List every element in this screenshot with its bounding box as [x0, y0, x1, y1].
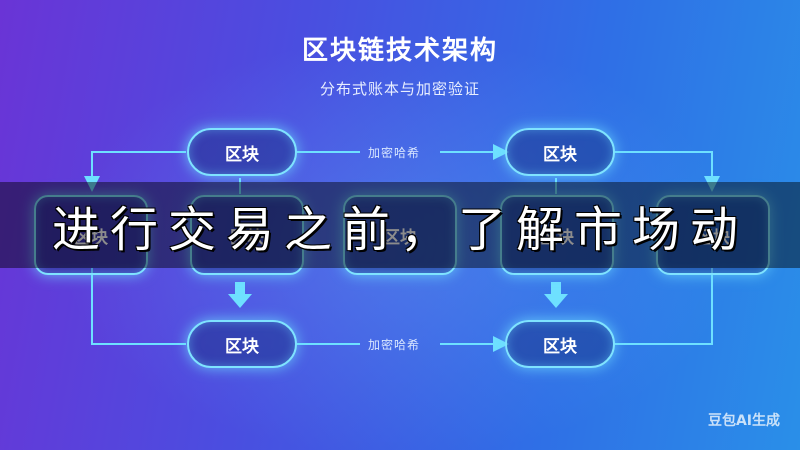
watermark-text: 豆包AI生成 [707, 413, 780, 429]
edge-label-bottom: 加密哈希 [368, 338, 421, 352]
arrow-right-head [544, 294, 568, 308]
block-node-mid-4: 区块 [500, 195, 614, 275]
diagram-title: 区块链技术架构 [301, 36, 498, 66]
arrow-left-head [228, 294, 252, 308]
block-node-mid-1: 区块 [34, 195, 148, 275]
edge-label-top: 加密哈希 [368, 146, 421, 160]
block-node-top-left: 区块 [187, 128, 297, 176]
block-node-mid-3: 区块 [343, 195, 457, 275]
caption-text: 进行交易之前，了解市场动 [51, 202, 748, 258]
arrow-left-stem [235, 282, 245, 296]
arrow-right-stem [551, 282, 561, 296]
edge-left-loop-bottom [91, 268, 186, 345]
block-node-bottom-left: 区块 [187, 320, 297, 368]
block-node-mid-5: 区块 [656, 195, 770, 275]
block-node-mid-2: 区块 [190, 195, 304, 275]
block-node-top-right: 区块 [505, 128, 615, 176]
diagram-subtitle: 分布式账本与加密验证 [319, 80, 480, 98]
caption-band [0, 182, 800, 268]
edge-right-loop-top [614, 151, 720, 192]
edge-right-loop-bottom [614, 268, 713, 345]
edge-left-loop-top [84, 151, 186, 192]
block-node-bottom-right: 区块 [505, 320, 615, 368]
